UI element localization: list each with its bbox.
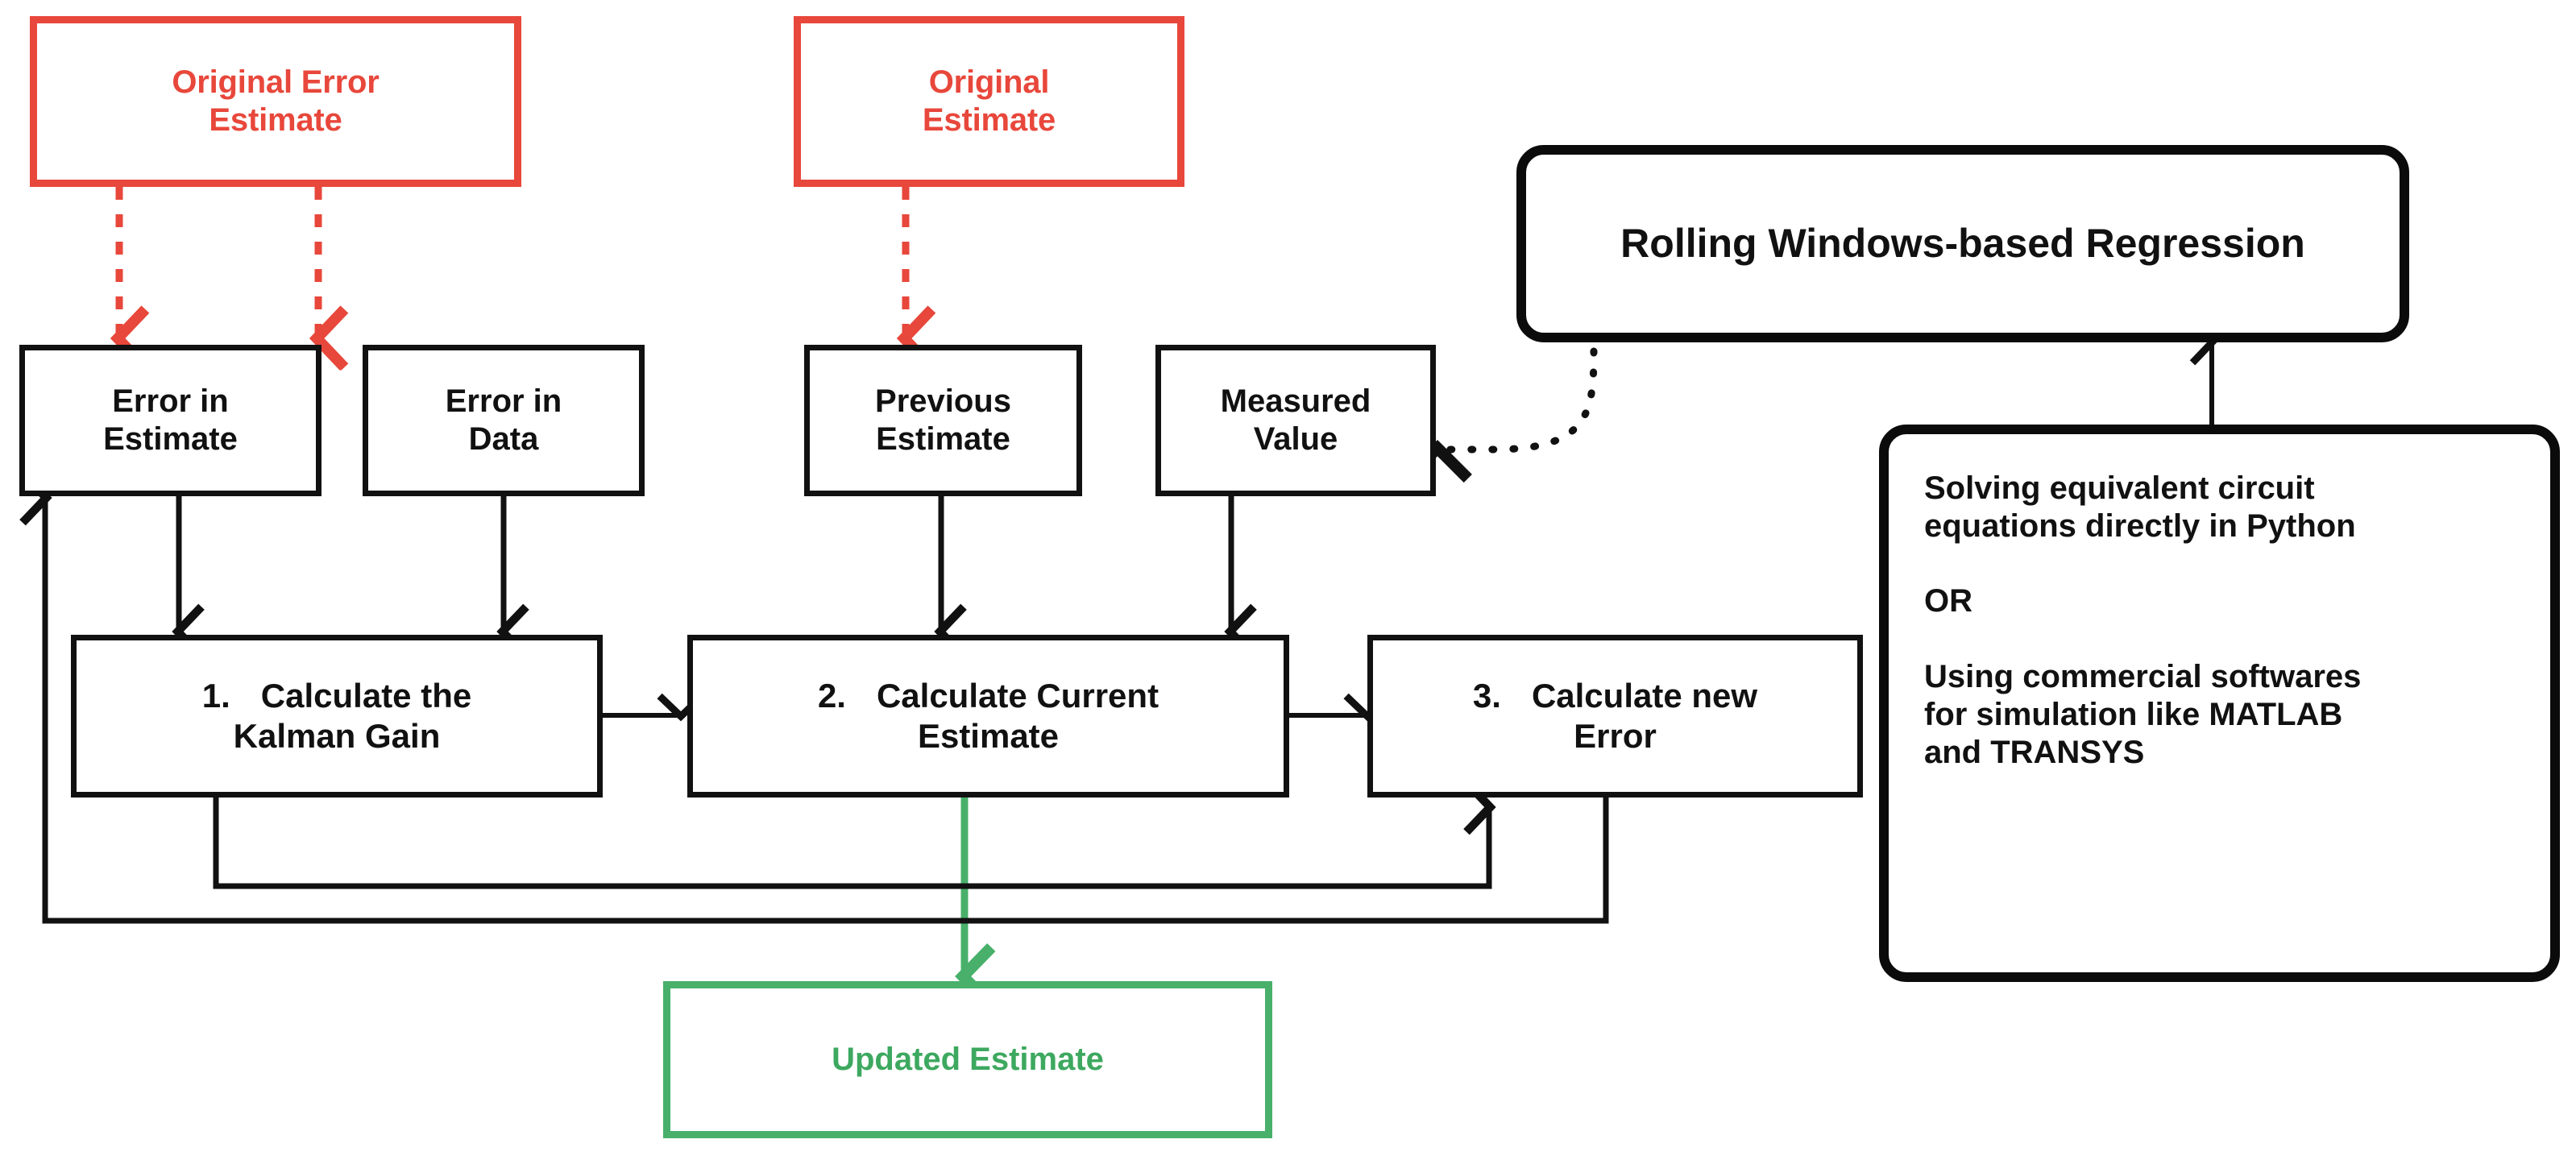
node-rolling-regression[interactable]: Rolling Windows-based Regression <box>1516 145 2409 342</box>
methods-note-line2: equations directly in Python <box>1924 508 2356 545</box>
node-rolling-regression-label: Rolling Windows-based Regression <box>1620 221 2305 266</box>
node-step1-label: 1.Calculate the Kalman Gain <box>201 677 472 755</box>
methods-note-line1: Solving equivalent circuit <box>1924 470 2315 506</box>
node-step1-number: 1. <box>201 677 230 715</box>
edge-step1-to-step3-feedback <box>213 779 1496 889</box>
edge-rolling-regression-to-measured-value <box>1403 347 1598 483</box>
node-step2-calculate-current-estimate[interactable]: 2.Calculate Current Estimate <box>687 635 1289 798</box>
methods-note-line3: Using commercial softwares <box>1924 658 2362 694</box>
node-step3-calculate-new-error[interactable]: 3.Calculate new Error <box>1367 635 1863 798</box>
node-step2-number: 2. <box>817 677 846 715</box>
node-step1-calculate-kalman-gain[interactable]: 1.Calculate the Kalman Gain <box>71 635 603 798</box>
node-methods-note[interactable]: Solving equivalent circuit equations dir… <box>1879 425 2560 982</box>
node-updated-estimate-label: Updated Estimate <box>832 1041 1104 1077</box>
methods-note-line5: and TRANSYS <box>1924 734 2145 770</box>
methods-note-or: OR <box>1924 583 1972 619</box>
node-step2-label: 2.Calculate Current Estimate <box>817 677 1159 755</box>
node-methods-note-text: Solving equivalent circuit equations dir… <box>1924 470 2361 772</box>
methods-note-line4: for simulation like MATLAB <box>1924 696 2343 732</box>
node-updated-estimate[interactable]: Updated Estimate <box>663 981 1272 1138</box>
node-step3-label: 3.Calculate new Error <box>1472 677 1758 755</box>
node-step3-number: 3. <box>1472 677 1501 715</box>
